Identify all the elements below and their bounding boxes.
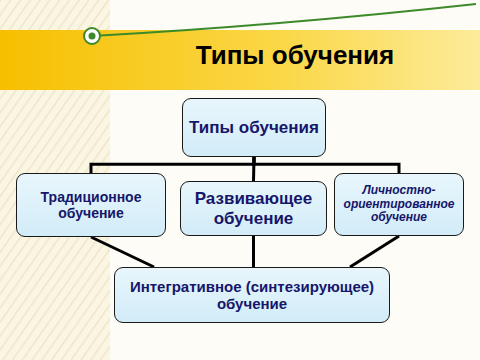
- type-box: Интегративное (синтезирующее) обучение: [114, 267, 390, 323]
- box-label: Личностно-ориентированное обучение: [341, 184, 457, 225]
- type-box: Развивающее обучение: [180, 181, 327, 236]
- box-label: Интегративное (синтезирующее) обучение: [121, 278, 383, 313]
- connector-line: [252, 236, 255, 267]
- decor-curve: [92, 4, 476, 36]
- slide-title: Типы обучения: [150, 40, 440, 71]
- box-label: Традиционное обучение: [23, 189, 159, 221]
- type-box: Личностно-ориентированное обучение: [334, 173, 464, 236]
- decor-dot-core: [89, 33, 96, 40]
- connector-line: [350, 236, 399, 267]
- box-label: Развивающее обучение: [187, 189, 320, 228]
- title-band: [0, 30, 480, 90]
- connector-line: [254, 157, 399, 173]
- decor-dot: [84, 28, 100, 44]
- type-box: Традиционное обучение: [16, 173, 166, 237]
- type-box: Типы обучения: [182, 98, 326, 157]
- box-label: Типы обучения: [189, 118, 319, 138]
- connector-line: [91, 237, 154, 267]
- connector-line: [91, 157, 254, 173]
